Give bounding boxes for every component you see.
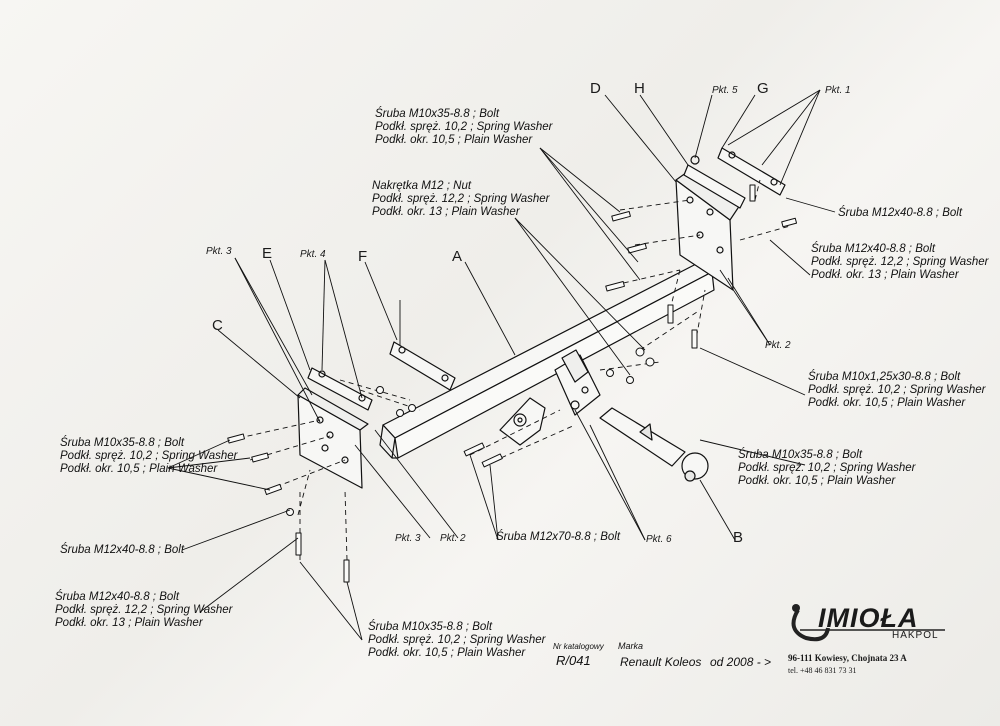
pkt-3-marker-top: Pkt. 3 [206,246,232,257]
main-crossbeam [379,261,715,459]
label-left-bolt-2: Śruba M12x40-8.8 ; Bolt [60,544,185,556]
fasteners [227,184,798,583]
pkt-3-marker-bottom: Pkt. 3 [395,533,421,544]
ball-mount-block [554,349,601,416]
catalog-vehicle: Renault Koleos [620,655,702,669]
pkt-6-marker: Pkt. 6 [646,534,672,545]
tow-ball-neck [599,407,709,482]
socket-plate [499,397,546,446]
part-letter-d: D [590,80,601,97]
assembly-lines [229,179,791,561]
company-address: 96-111 Kowiesy, Chojnata 23 A [788,653,907,663]
part-letter-a: A [452,248,463,265]
left-bracket [297,387,369,489]
company-phone: tel. +48 46 831 73 31 [788,666,857,675]
catalog-years: od 2008 - > [710,655,772,669]
imiola-logo-mark [791,604,945,642]
pkt-1-marker: Pkt. 1 [825,85,851,96]
part-letter-h: H [634,80,645,97]
part-letter-c: C [212,317,223,334]
catalog-marka-label: Marka [618,641,644,651]
pkt-4-marker: Pkt. 4 [300,249,326,260]
pkt-5-marker: Pkt. 5 [712,85,738,96]
left-plate-f [389,341,456,391]
company-sub: HAKPOL [892,630,939,641]
left-plate [307,367,373,411]
pkt-2-marker-bottom: Pkt. 2 [440,533,466,544]
part-letter-f: F [358,248,368,265]
part-letter-b: B [733,529,744,546]
leader-lines [167,89,836,641]
catalog-number: R/041 [556,653,591,668]
label-center-bolt: Śruba M12x70-8.8 ; Bolt [496,531,621,543]
part-letter-e: E [262,245,273,262]
catalog-nr-label: Nr katalogowy [553,642,604,651]
right-plate-h [683,155,746,209]
pkt-2-marker-right: Pkt. 2 [765,340,791,351]
company-logo-text: IMIOŁA [818,603,919,633]
right-plate [717,147,786,196]
label-right-bolt-1: Śruba M12x40-8.8 ; Bolt [838,207,963,219]
part-letter-g: G [757,80,769,97]
